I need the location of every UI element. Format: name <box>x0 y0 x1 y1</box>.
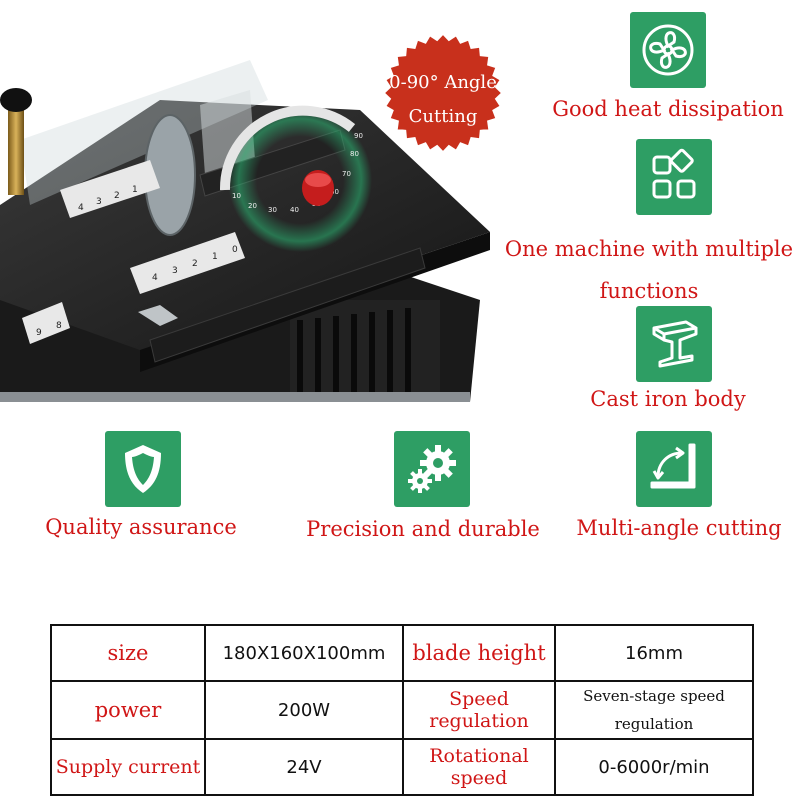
badge-line-2: Cutting <box>408 106 478 127</box>
svg-text:4: 4 <box>152 273 158 283</box>
svg-text:9: 9 <box>36 328 42 338</box>
svg-text:80: 80 <box>350 150 359 158</box>
spec-value-speed-regulation: Seven-stage speed regulation <box>554 680 754 740</box>
badge-line-1: 0-90° Angle <box>389 72 497 93</box>
vent-slots <box>297 308 411 392</box>
blade-guard <box>20 60 268 205</box>
dial-glow <box>228 108 372 252</box>
feature-label-multiple-functions-line-1: One machine with multiple <box>504 237 794 261</box>
svg-text:8: 8 <box>56 321 62 331</box>
spec-key-supply-current: Supply current <box>50 738 206 796</box>
svg-text:60: 60 <box>330 188 339 196</box>
feature-label-cast-iron-body: Cast iron body <box>590 387 746 411</box>
rip-fence <box>149 247 426 363</box>
svg-text:2: 2 <box>114 191 120 201</box>
svg-text:20: 20 <box>248 202 257 210</box>
shield-icon <box>105 431 181 507</box>
ruler-a: 4 3 2 1 <box>60 160 160 218</box>
feature-label-quality-assurance: Quality assurance <box>45 515 237 539</box>
ruler-b: 4 3 2 1 0 <box>130 232 245 294</box>
svg-text:70: 70 <box>342 170 351 178</box>
spec-key-blade-height: blade height <box>402 624 556 682</box>
svg-text:0: 0 <box>232 245 238 255</box>
table-row: Supply current 24V Rotational speed 0-60… <box>50 738 754 796</box>
spec-value-supply-current: 24V <box>204 738 404 796</box>
svg-text:30: 30 <box>268 206 277 214</box>
wing-nut <box>138 305 178 326</box>
table-row: size 180X160X100mm blade height 16mm <box>50 624 754 682</box>
feature-label-multiple-functions: One machine with multiple functions <box>498 228 800 312</box>
table-saw-illustration: 4 3 2 1 4 3 2 1 0 9 8 10 20 30 40 50 <box>0 60 490 402</box>
svg-text:40: 40 <box>290 206 299 214</box>
spec-key-rotational-speed: Rotational speed <box>402 738 556 796</box>
svg-text:1: 1 <box>132 185 138 195</box>
feature-label-precision-durable: Precision and durable <box>306 517 540 541</box>
spec-value-size: 180X160X100mm <box>204 624 404 682</box>
angle-cutting-badge-seal: 0-90° Angle Cutting <box>380 30 506 156</box>
spec-value-speed-regulation-line-1: Seven-stage speed <box>583 687 725 705</box>
feature-label-multiple-functions-line-2: functions <box>599 279 699 303</box>
svg-text:3: 3 <box>172 266 178 276</box>
brass-post <box>8 100 24 195</box>
spec-value-power: 200W <box>204 680 404 740</box>
svg-text:1: 1 <box>212 252 218 262</box>
svg-text:90: 90 <box>354 132 363 140</box>
iron-beam-icon <box>636 306 712 382</box>
fan-icon <box>630 12 706 88</box>
gears-icon <box>394 431 470 507</box>
svg-text:4: 4 <box>78 203 84 213</box>
svg-text:10: 10 <box>232 192 241 200</box>
badge-seal-icon <box>380 30 506 156</box>
angle-arrow-icon <box>636 431 712 507</box>
svg-text:2: 2 <box>192 259 198 269</box>
spec-table: size 180X160X100mm blade height 16mm pow… <box>50 624 754 796</box>
spec-key-power: power <box>50 680 206 740</box>
spec-key-size: size <box>50 624 206 682</box>
spec-value-rotational-speed: 0-6000r/min <box>554 738 754 796</box>
ruler-c: 9 8 <box>22 302 70 344</box>
feature-label-multi-angle-cutting: Multi-angle cutting <box>576 516 782 540</box>
apps-grid-icon <box>636 139 712 215</box>
table-row: power 200W Speed regulation Seven-stage … <box>50 680 754 740</box>
spec-key-speed-regulation: Speed regulation <box>402 680 556 740</box>
angle-dial <box>219 105 356 191</box>
feature-label-heat-dissipation: Good heat dissipation <box>552 97 784 121</box>
spec-value-speed-regulation-line-2: regulation <box>614 715 694 733</box>
spec-value-blade-height: 16mm <box>554 624 754 682</box>
vent-area <box>290 300 440 400</box>
svg-text:3: 3 <box>96 197 102 207</box>
